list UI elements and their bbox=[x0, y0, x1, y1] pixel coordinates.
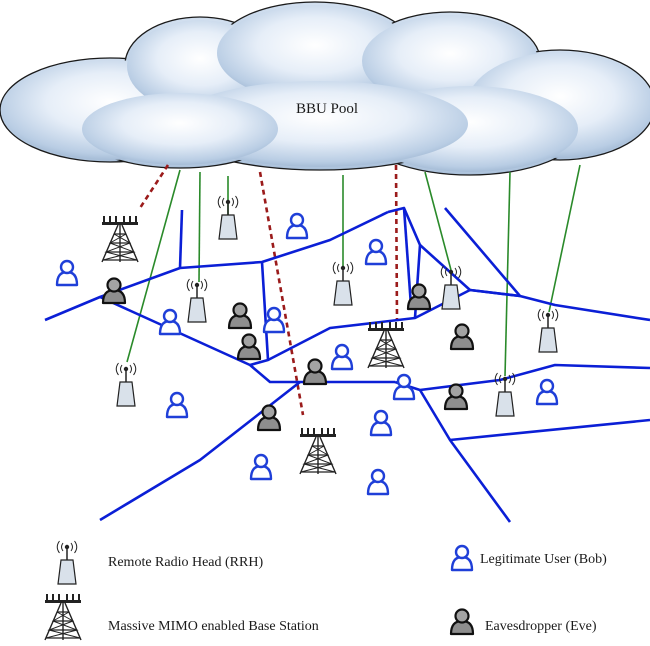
cell-boundary bbox=[44, 210, 389, 322]
cell-boundary bbox=[449, 418, 650, 442]
fronthaul-link bbox=[548, 164, 581, 313]
fronthaul-link bbox=[138, 164, 170, 209]
bob-icon bbox=[165, 391, 189, 419]
cell-boundary bbox=[394, 363, 650, 392]
legend-item-eve: Eavesdropper (Eve) bbox=[449, 608, 597, 636]
legitimate-users bbox=[55, 212, 559, 496]
legend-item-rrh: Remote Radio Head (RRH) bbox=[56, 540, 263, 585]
eve-icon bbox=[302, 358, 328, 386]
cell-boundary bbox=[99, 295, 395, 384]
rrh-icon bbox=[440, 265, 462, 310]
base-station-icon bbox=[44, 593, 82, 641]
bob-icon bbox=[369, 409, 393, 437]
bob-icon bbox=[364, 238, 388, 266]
eve-icon bbox=[101, 277, 127, 305]
base-station-icon bbox=[299, 427, 337, 475]
legend-label-eve: Eavesdropper (Eve) bbox=[485, 619, 597, 634]
fronthaul-links-rrh bbox=[126, 164, 581, 377]
rrh-icon bbox=[56, 540, 78, 585]
bob-icon bbox=[366, 468, 390, 496]
fronthaul-link bbox=[394, 164, 399, 321]
cloud-label: BBU Pool bbox=[296, 101, 358, 117]
rrh-icon bbox=[332, 261, 354, 306]
eavesdroppers bbox=[101, 277, 475, 432]
bob-icon bbox=[262, 306, 286, 334]
legend-label-base-station: Massive MIMO enabled Base Station bbox=[108, 619, 319, 634]
cell-boundary bbox=[387, 206, 422, 319]
cell-boundary bbox=[402, 207, 413, 307]
bob-icon bbox=[55, 259, 79, 287]
bob-icon bbox=[249, 453, 273, 481]
legend-item-bob: Legitimate User (Bob) bbox=[450, 544, 607, 572]
fronthaul-link bbox=[198, 171, 201, 283]
base-station-icon bbox=[101, 215, 139, 263]
eve-icon bbox=[256, 404, 282, 432]
legend: Remote Radio Head (RRH) Massive MIMO ena… bbox=[44, 540, 607, 641]
fronthaul-link bbox=[504, 171, 511, 377]
cell-boundary bbox=[419, 244, 521, 298]
bbu-pool-cloud: BBU Pool bbox=[0, 1, 650, 176]
fronthaul-links-bs bbox=[138, 164, 399, 416]
legend-label-bob: Legitimate User (Bob) bbox=[480, 552, 607, 567]
eve-icon bbox=[443, 383, 469, 411]
rrh-icon bbox=[115, 362, 137, 407]
legend-label-rrh: Remote Radio Head (RRH) bbox=[108, 555, 263, 570]
eve-icon bbox=[449, 323, 475, 351]
legend-item-base-station: Massive MIMO enabled Base Station bbox=[44, 593, 319, 641]
base-station-icon bbox=[367, 321, 405, 369]
bob-icon bbox=[392, 373, 416, 401]
cell-boundary bbox=[178, 209, 184, 269]
fronthaul-link bbox=[126, 169, 181, 363]
rrh-icon bbox=[537, 308, 559, 353]
eve-icon bbox=[227, 302, 253, 330]
cell-boundary bbox=[444, 207, 521, 297]
bob-icon bbox=[450, 544, 474, 572]
eve-icon bbox=[449, 608, 475, 636]
rrh-icon bbox=[217, 195, 239, 240]
eve-icon bbox=[236, 333, 262, 361]
bob-icon bbox=[285, 212, 309, 240]
fronthaul-link bbox=[424, 171, 452, 271]
bob-icon bbox=[158, 308, 182, 336]
bob-icon bbox=[535, 378, 559, 406]
rrh-icon bbox=[186, 278, 208, 323]
bob-icon bbox=[330, 343, 354, 371]
